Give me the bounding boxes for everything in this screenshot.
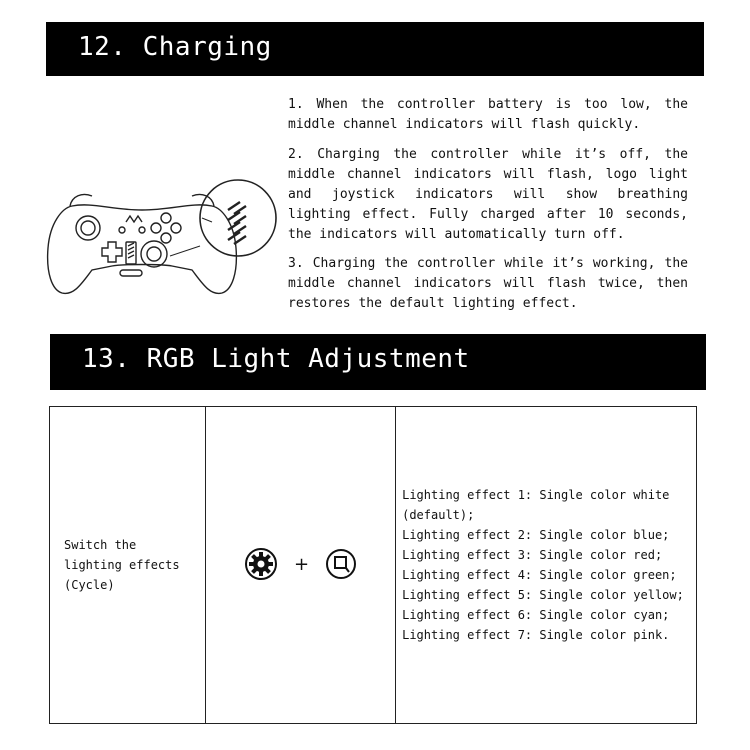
logo-icon (125, 214, 143, 224)
charging-note-1: 1. When the controller battery is too lo… (288, 97, 688, 132)
zoom-callout-icon (199, 179, 277, 257)
controller-illustration (46, 179, 277, 295)
section-13-title: 13. RGB Light Adjustment (82, 344, 470, 374)
effect-item-3: Lighting effect 3: Single color red; (402, 548, 663, 562)
charging-note-2: 2. Charging the controller while it’s of… (288, 147, 688, 242)
function-cell: Switch the lighting effects (Cycle) (48, 406, 207, 724)
left-bumper-icon (69, 193, 93, 207)
plus-sign: + (294, 553, 310, 575)
section-12-title: 12. Charging (78, 32, 272, 62)
right-joystick-icon (140, 240, 168, 268)
gear-button-icon (245, 548, 278, 580)
screenshot-button-icon (325, 549, 356, 579)
charging-note-3: 3. Charging the controller while it’s wo… (288, 256, 688, 311)
effects-cell: Lighting effect 1: Single color white (d… (395, 406, 697, 724)
combo-cell: + (205, 406, 397, 724)
effect-item-4: Lighting effect 4: Single color green; (402, 568, 677, 582)
face-button-icon (160, 212, 172, 224)
function-label: Switch the lighting effects (Cycle) (64, 538, 180, 592)
effect-item-6: Lighting effect 6: Single color cyan; (402, 608, 670, 622)
right-bumper-icon (191, 193, 215, 207)
effect-item-5: Lighting effect 5: Single color yellow; (402, 588, 684, 602)
left-joystick-icon (75, 215, 101, 241)
rgb-adjustment-table: Switch the lighting effects (Cycle) + (48, 406, 697, 724)
section-12-header: 12. Charging (46, 22, 704, 76)
channel-indicator-icon (125, 241, 137, 265)
section-13-header: 13. RGB Light Adjustment (50, 334, 706, 390)
button-combo: + (206, 547, 395, 583)
table-row: Switch the lighting effects (Cycle) + (48, 406, 697, 724)
effect-item-1: Lighting effect 1: Single color white (d… (402, 488, 670, 522)
effect-item-2: Lighting effect 2: Single color blue; (402, 528, 670, 542)
dpad-icon (101, 241, 123, 263)
controller-body-outline (46, 204, 238, 295)
effect-item-7: Lighting effect 7: Single color pink. (402, 628, 670, 642)
